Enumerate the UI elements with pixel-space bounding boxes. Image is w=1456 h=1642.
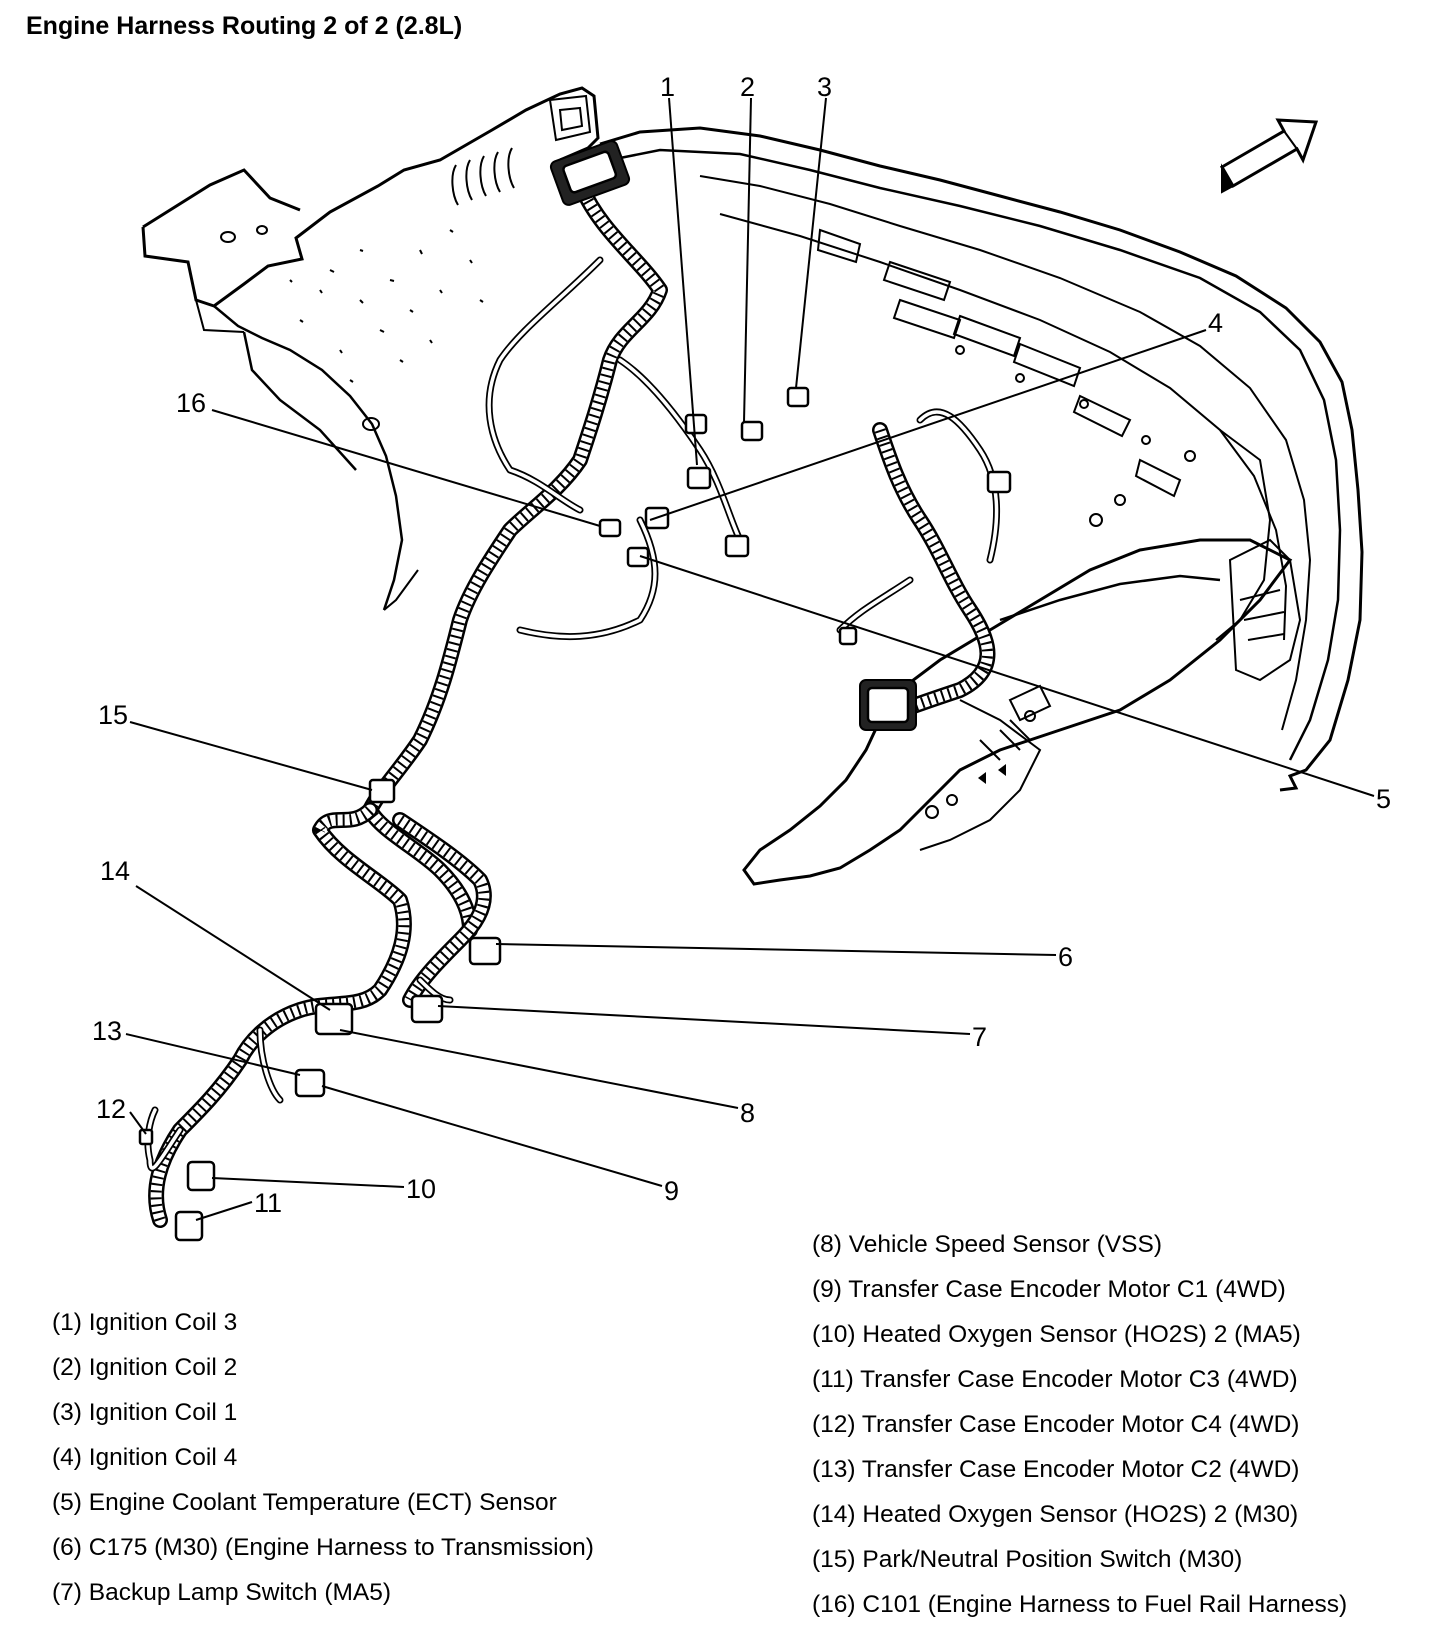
callout-14: 14	[100, 856, 130, 886]
callout-labels: 1 2 3 4 5 6 7 8 9 10 11 12 13 14 15 16	[92, 72, 1391, 1218]
callout-9: 9	[664, 1176, 679, 1206]
callout-15: 15	[98, 700, 128, 730]
legend-item-10: (10) Heated Oxygen Sensor (HO2S) 2 (MA5)	[812, 1321, 1301, 1348]
callout-12: 12	[96, 1094, 126, 1124]
callout-2: 2	[740, 72, 755, 102]
legend-item-16: (16) C101 (Engine Harness to Fuel Rail H…	[812, 1591, 1348, 1618]
legend-item-7: (7) Backup Lamp Switch (MA5)	[52, 1579, 392, 1606]
legend-item-12: (12) Transfer Case Encoder Motor C4 (4WD…	[812, 1411, 1300, 1438]
front-direction-arrow-icon	[1219, 118, 1319, 194]
callout-10: 10	[406, 1174, 436, 1204]
engine-block	[599, 126, 1364, 886]
legend-item-4: (4) Ignition Coil 4	[52, 1444, 238, 1471]
callout-13: 13	[92, 1016, 122, 1046]
legend-item-9: (9) Transfer Case Encoder Motor C1 (4WD)	[812, 1276, 1286, 1303]
page-title: Engine Harness Routing 2 of 2 (2.8L)	[26, 12, 463, 40]
callout-16: 16	[176, 388, 206, 418]
legend-item-6: (6) C175 (M30) (Engine Harness to Transm…	[52, 1534, 594, 1561]
legend-item-3: (3) Ignition Coil 1	[52, 1399, 238, 1426]
callout-8: 8	[740, 1098, 755, 1128]
legend-item-13: (13) Transfer Case Encoder Motor C2 (4WD…	[812, 1456, 1300, 1483]
leader-lines	[125, 97, 1375, 1221]
callout-5: 5	[1376, 784, 1391, 814]
callout-1: 1	[660, 72, 675, 102]
legend-item-2: (2) Ignition Coil 2	[52, 1354, 238, 1381]
cowl-panel	[141, 86, 600, 611]
callout-11: 11	[254, 1188, 282, 1218]
legend-item-14: (14) Heated Oxygen Sensor (HO2S) 2 (M30)	[812, 1501, 1299, 1528]
legend-item-8: (8) Vehicle Speed Sensor (VSS)	[812, 1231, 1162, 1258]
callout-3: 3	[817, 72, 832, 102]
callout-7: 7	[972, 1022, 987, 1052]
callout-6: 6	[1058, 942, 1073, 972]
legend-item-15: (15) Park/Neutral Position Switch (M30)	[812, 1546, 1243, 1573]
connectors	[138, 140, 1012, 1242]
legend-item-5: (5) Engine Coolant Temperature (ECT) Sen…	[52, 1489, 557, 1516]
legend-item-11: (11) Transfer Case Encoder Motor C3 (4WD…	[812, 1366, 1298, 1393]
callout-4: 4	[1208, 308, 1223, 338]
legend-item-1: (1) Ignition Coil 3	[52, 1309, 238, 1336]
